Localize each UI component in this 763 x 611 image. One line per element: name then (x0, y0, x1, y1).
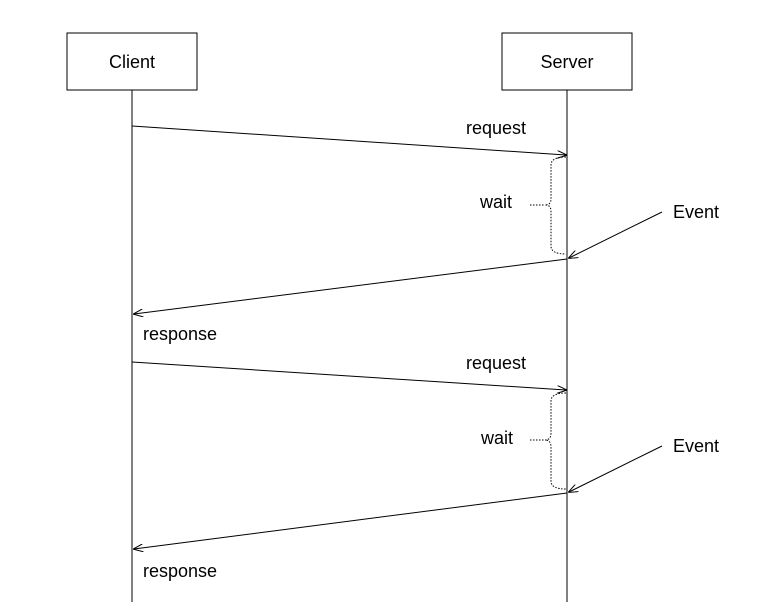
request-label-2: request (466, 353, 526, 373)
request-label-1: request (466, 118, 526, 138)
wait-brace-1 (544, 156, 567, 255)
participant-client: Client (66, 32, 198, 91)
event-label-1: Event (673, 202, 719, 222)
client-box (66, 32, 198, 91)
response-arrow-2 (134, 492, 568, 549)
client-label: Client (109, 52, 155, 72)
event-label-2: Event (673, 436, 719, 456)
wait-label-1: wait (479, 192, 512, 212)
request-arrow-2 (131, 361, 566, 390)
event-arrow-1 (569, 211, 663, 258)
participant-server: Server (501, 32, 633, 91)
event-arrow-2 (569, 445, 663, 492)
response-arrow-1 (134, 258, 568, 314)
request-arrow-1 (131, 125, 566, 155)
response-label-1: response (143, 324, 217, 344)
wait-brace-2 (544, 392, 567, 490)
server-label: Server (540, 52, 593, 72)
wait-label-2: wait (480, 428, 513, 448)
server-box (501, 32, 633, 91)
response-label-2: response (143, 561, 217, 581)
